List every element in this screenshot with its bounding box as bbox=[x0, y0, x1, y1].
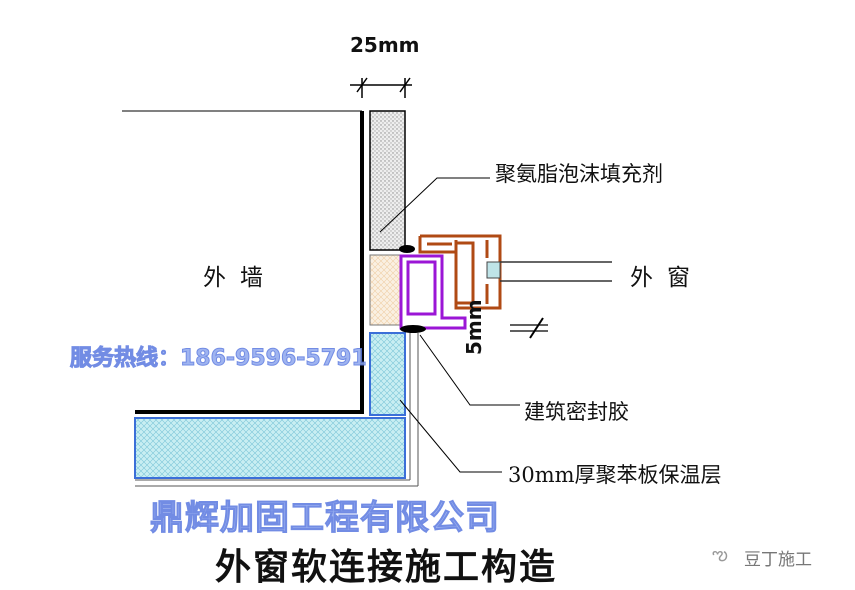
label-sealant: 建筑密封胶 bbox=[524, 400, 629, 424]
window-frame-brown bbox=[418, 234, 502, 310]
top-insulation-block bbox=[369, 110, 406, 251]
wall-outline bbox=[122, 110, 364, 414]
insulation-vertical bbox=[369, 332, 406, 416]
foam-filler bbox=[369, 254, 403, 326]
insulation-horizontal bbox=[134, 417, 406, 479]
glass-pane bbox=[486, 261, 612, 282]
label-window: 外窗 bbox=[630, 265, 704, 291]
sealant-top bbox=[399, 245, 415, 253]
watermark-company: 鼎辉加固工程有限公司 bbox=[150, 498, 500, 539]
wechat-icon: ఌ bbox=[712, 544, 728, 565]
dimension-25mm-marks bbox=[350, 77, 412, 98]
label-insulation: 30mm厚聚苯板保温层 bbox=[508, 463, 722, 487]
sealant-bottom bbox=[400, 325, 426, 333]
label-wall: 外墙 bbox=[203, 265, 277, 291]
watermark-hotline: 服务热线：186-9596-5791 bbox=[70, 346, 368, 372]
dimension-5mm-marks bbox=[510, 317, 548, 339]
finish-lines bbox=[135, 333, 419, 487]
diagram-title: 外窗软连接施工构造 bbox=[215, 547, 558, 588]
dimension-5mm-label: 5mm bbox=[462, 299, 486, 355]
label-foam: 聚氨脂泡沫填充剂 bbox=[495, 162, 663, 186]
dimension-25mm-label: 25mm bbox=[350, 33, 420, 57]
leader-lines bbox=[379, 177, 520, 473]
source-logo: 豆丁施工 bbox=[744, 550, 812, 570]
